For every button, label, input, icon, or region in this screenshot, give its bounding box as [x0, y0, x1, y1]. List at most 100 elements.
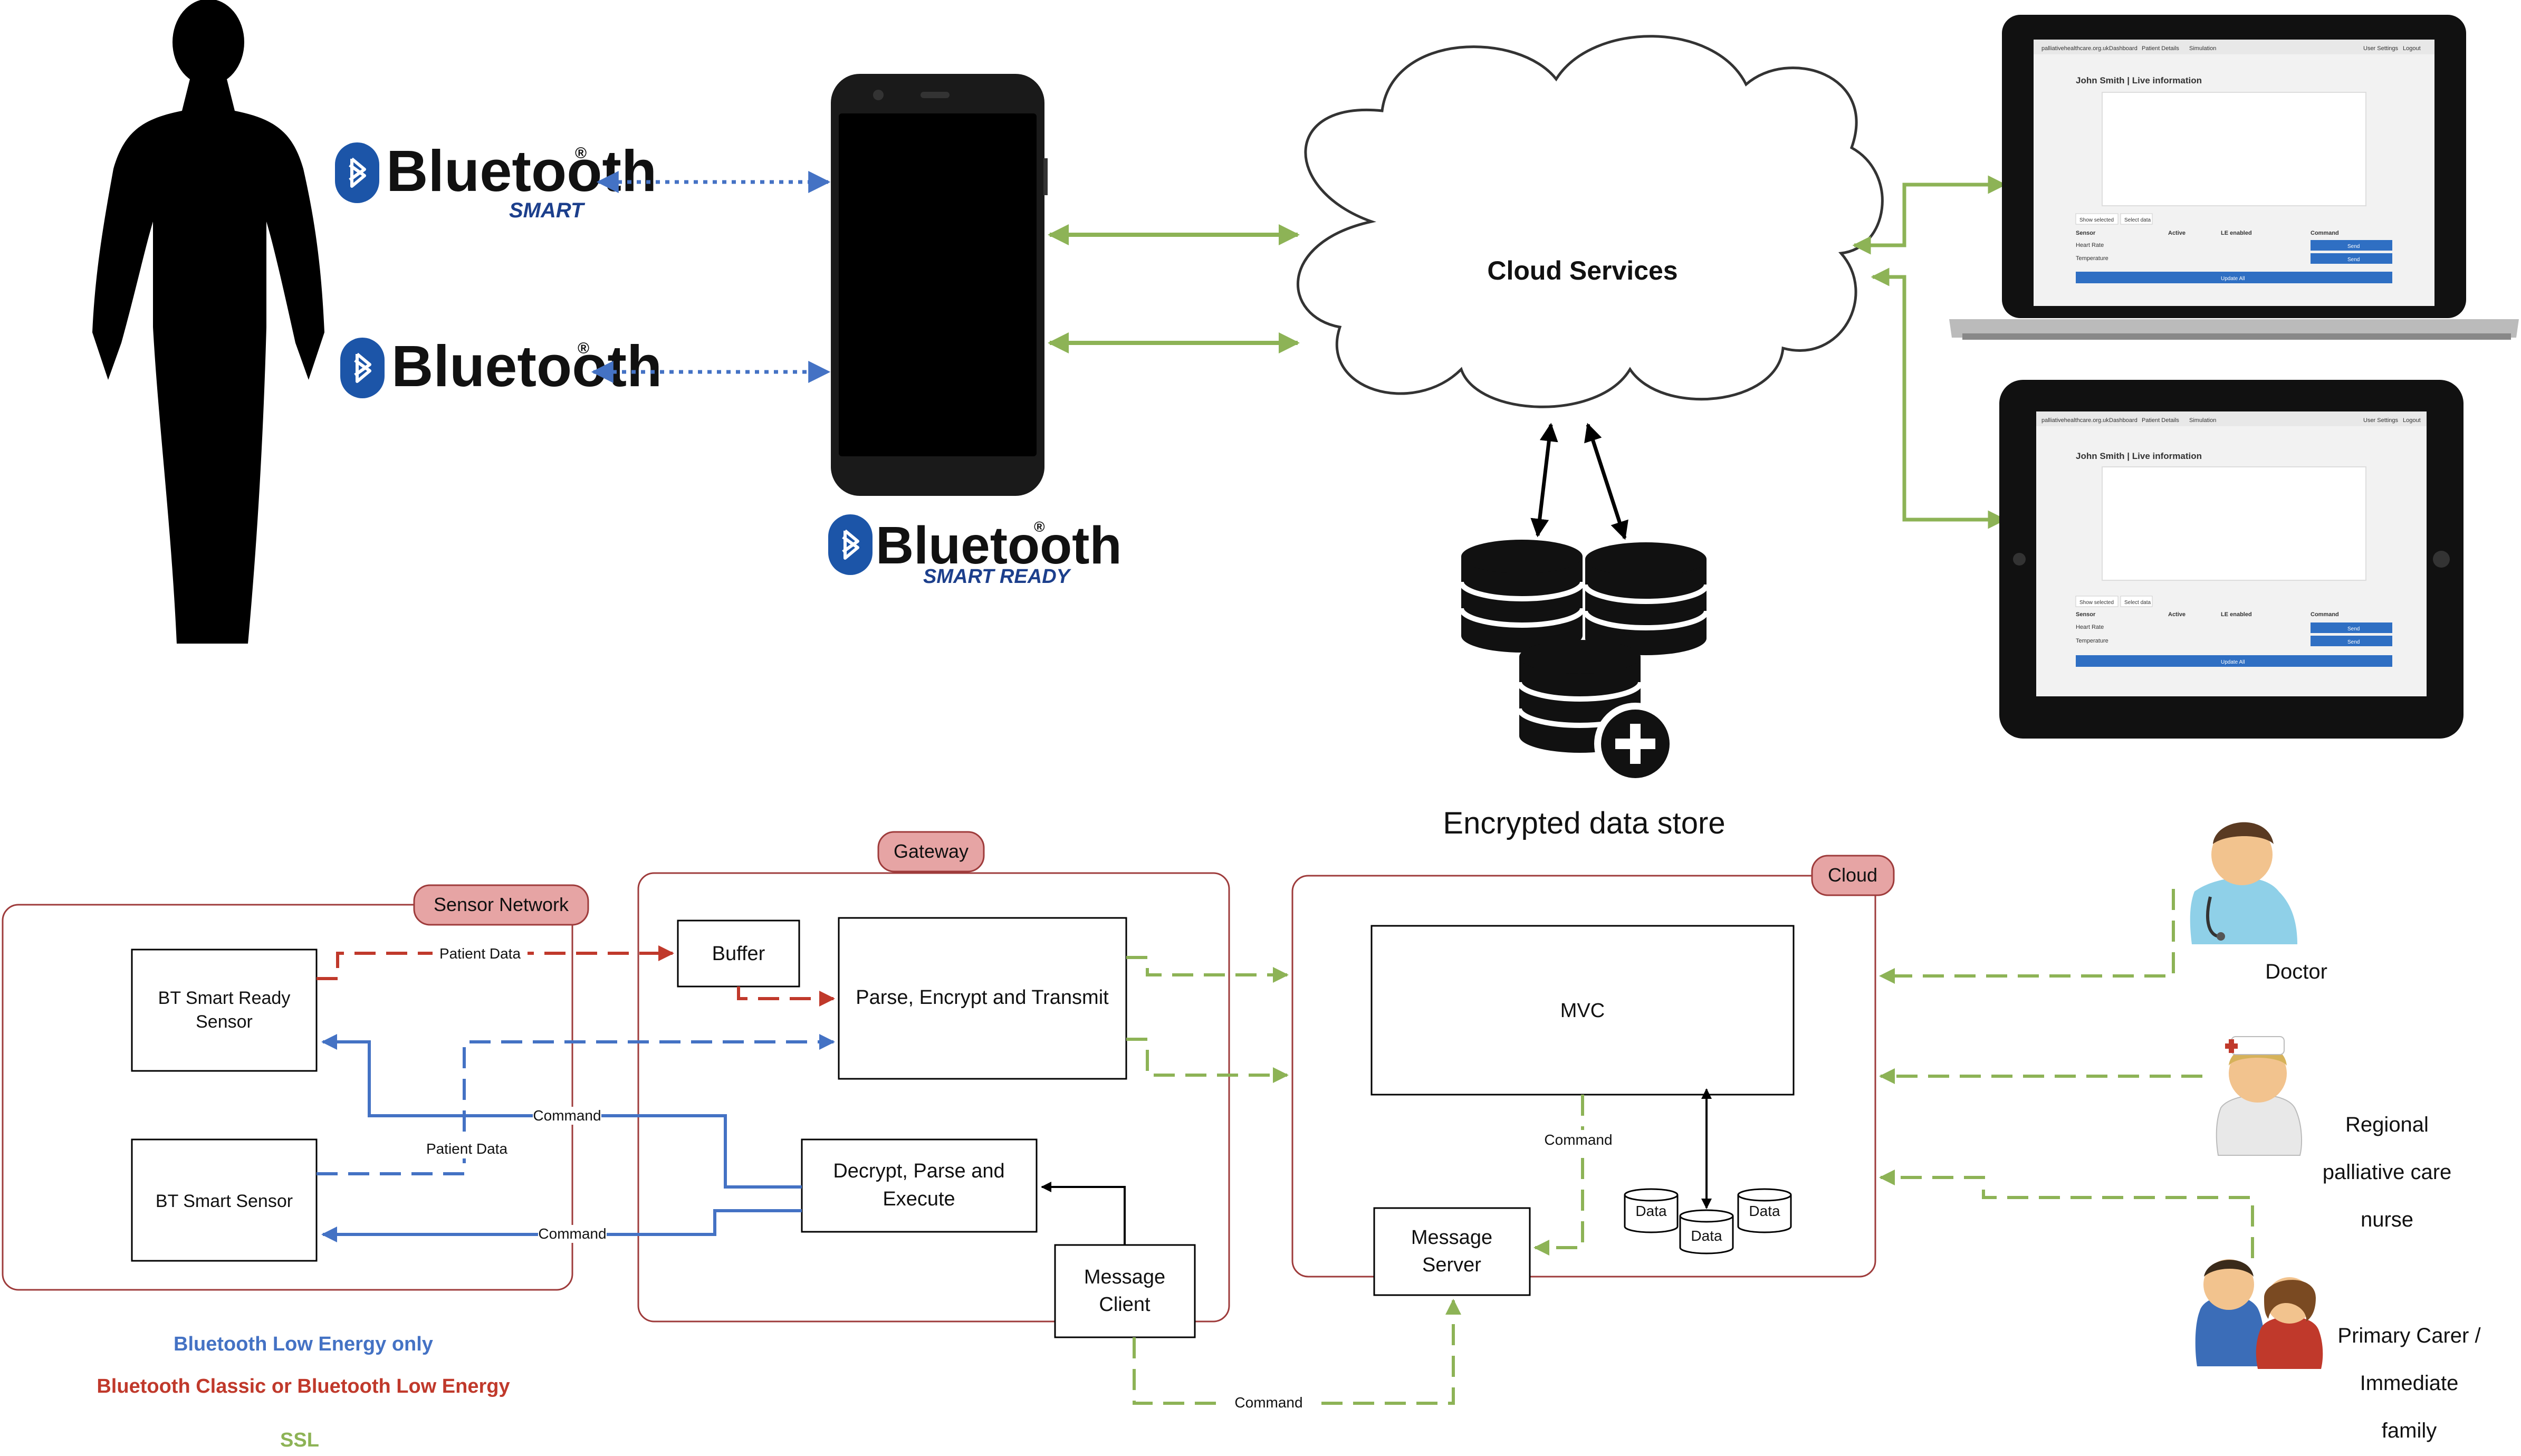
nurse-icon: [2216, 1036, 2302, 1156]
svg-text:Logout: Logout: [2403, 45, 2421, 52]
patient-data-ble-link: [317, 1034, 835, 1175]
svg-text:User Settings: User Settings: [2363, 45, 2399, 52]
svg-text:John Smith | Live information: John Smith | Live information: [2076, 75, 2202, 85]
svg-text:Select data: Select data: [2124, 217, 2151, 223]
svg-text:User Settings: User Settings: [2363, 417, 2399, 424]
svg-text:Cloud: Cloud: [1828, 864, 1877, 886]
bt-smart-ready-sensor-box: BT Smart Ready Sensor: [131, 949, 318, 1072]
svg-text:Parse, Encrypt and Transmit: Parse, Encrypt and Transmit: [856, 986, 1109, 1009]
data-store-1: Data: [1624, 1188, 1679, 1233]
svg-text:Command: Command: [2311, 230, 2339, 236]
doctor-label: Doctor: [2265, 960, 2327, 983]
cloud-services-shape: Cloud Services: [1297, 35, 1884, 408]
svg-text:Logout: Logout: [2403, 417, 2421, 424]
svg-text:Show selected: Show selected: [2079, 217, 2114, 223]
svg-text:palliativehealthcare.org.uk: palliativehealthcare.org.uk: [2041, 45, 2109, 52]
carer-label-1: Primary Carer /: [2337, 1324, 2481, 1347]
svg-text:Temperature: Temperature: [2076, 255, 2108, 262]
svg-text:Server: Server: [1422, 1254, 1481, 1276]
svg-text:MVC: MVC: [1560, 1000, 1605, 1022]
svg-text:Data: Data: [1749, 1203, 1780, 1219]
laptop-dashboard: palliativehealthcare.org.uk Dashboard Pa…: [2034, 40, 2434, 283]
tablet-dashboard: palliativehealthcare.org.uk Dashboard Pa…: [2036, 411, 2427, 667]
nurse-label-3: nurse: [2361, 1208, 2413, 1231]
cloud-services-label: Cloud Services: [1487, 256, 1678, 285]
svg-text:Temperature: Temperature: [2076, 638, 2108, 644]
svg-text:Update All: Update All: [2221, 276, 2245, 282]
svg-text:SMART READY: SMART READY: [923, 566, 1072, 588]
svg-text:Patient Details: Patient Details: [2142, 417, 2179, 424]
legend-classic-or-ble: Bluetooth Classic or Bluetooth Low Energ…: [97, 1375, 510, 1397]
svg-text:Simulation: Simulation: [2189, 417, 2216, 424]
command-ble-smart-sensor-link: [321, 1209, 802, 1242]
svg-text:Sensor Network: Sensor Network: [434, 894, 569, 915]
svg-text:®: ®: [578, 340, 589, 357]
smartphone-icon: [831, 74, 1048, 496]
message-server-box: Message Server: [1373, 1207, 1531, 1296]
svg-text:Bluetooth: Bluetooth: [876, 516, 1122, 575]
cloud-db-link-1: [1530, 423, 1558, 538]
legend-ssl: SSL: [280, 1429, 319, 1451]
svg-text:LE enabled: LE enabled: [2221, 230, 2252, 236]
datastore-label: Encrypted data store: [1443, 806, 1725, 840]
svg-text:BT Smart Sensor: BT Smart Sensor: [156, 1191, 293, 1211]
carer-label-3: family: [2382, 1419, 2437, 1442]
bluetooth-classic-logo: Bluetooth ®: [340, 334, 662, 399]
svg-text:Update All: Update All: [2221, 659, 2245, 665]
sensor-network-group: [2, 904, 573, 1291]
svg-text:Data: Data: [1635, 1203, 1667, 1219]
cloud-tab: Cloud: [1811, 855, 1895, 896]
patient-data-label-2: Patient Data: [426, 1141, 508, 1157]
svg-text:Heart Rate: Heart Rate: [2076, 624, 2104, 630]
svg-text:Buffer: Buffer: [712, 943, 765, 965]
carer-cloud-link: [1879, 1170, 2254, 1258]
gateway-cloud-ssl-link-1: [1126, 956, 1289, 983]
svg-text:Data: Data: [1691, 1228, 1722, 1244]
cloud-group: [1291, 875, 1876, 1278]
svg-text:Sensor: Sensor: [2076, 611, 2096, 618]
svg-text:Select data: Select data: [2124, 600, 2151, 606]
svg-text:Dashboard: Dashboard: [2109, 45, 2137, 52]
svg-text:Client: Client: [1099, 1294, 1151, 1316]
svg-text:Bluetooth: Bluetooth: [386, 139, 657, 204]
buffer-parse-link: [737, 986, 835, 1007]
svg-text:Dashboard: Dashboard: [2109, 417, 2137, 424]
mvc-server-command-link: [1533, 1095, 1584, 1256]
svg-text:LE enabled: LE enabled: [2221, 611, 2252, 618]
command-label-1: Command: [533, 1107, 601, 1124]
gateway-group: [637, 872, 1230, 1323]
carer-label-2: Immediate: [2360, 1372, 2459, 1395]
command-mvc-label: Command: [1544, 1132, 1612, 1148]
svg-text:Simulation: Simulation: [2189, 45, 2216, 52]
svg-text:Patient Details: Patient Details: [2142, 45, 2179, 52]
svg-text:Gateway: Gateway: [894, 840, 969, 862]
mvc-box: MVC: [1370, 925, 1795, 1096]
data-store-3: Data: [1737, 1188, 1792, 1233]
decrypt-parse-execute-box: Decrypt, Parse and Execute: [801, 1138, 1038, 1233]
gateway-cloud-ssl-link-2: [1126, 1038, 1289, 1083]
bluetooth-smart-ready-logo: Bluetooth ® SMART READY: [828, 514, 1122, 588]
svg-text:Heart Rate: Heart Rate: [2076, 242, 2104, 248]
buffer-box: Buffer: [677, 919, 800, 988]
doctor-cloud-link: [1879, 889, 2175, 984]
nurse-label-2: palliative care: [2323, 1161, 2452, 1184]
patient-data-classic-link: [317, 945, 674, 980]
nurse-label-1: Regional: [2345, 1113, 2429, 1136]
gateway-tab: Gateway: [877, 831, 985, 873]
cloud-tablet-link: [1871, 267, 2007, 529]
svg-text:BT Smart Ready: BT Smart Ready: [158, 988, 291, 1008]
sensor-network-tab: Sensor Network: [413, 884, 589, 926]
svg-text:Decrypt, Parse and: Decrypt, Parse and: [833, 1160, 1004, 1182]
svg-text:Active: Active: [2168, 230, 2185, 236]
svg-text:Show selected: Show selected: [2079, 600, 2114, 606]
doctor-icon: [2190, 822, 2297, 944]
parse-encrypt-transmit-box: Parse, Encrypt and Transmit: [838, 917, 1127, 1080]
cloud-laptop-link: [1852, 175, 2007, 255]
svg-text:Active: Active: [2168, 611, 2185, 618]
patient-data-label-1: Patient Data: [439, 945, 521, 962]
svg-text:Execute: Execute: [883, 1188, 955, 1210]
svg-text:SMART: SMART: [509, 199, 586, 222]
cloud-db-link-2: [1584, 423, 1628, 540]
bt-smart-sensor-box: BT Smart Sensor: [131, 1138, 318, 1262]
data-store-2: Data: [1679, 1209, 1734, 1254]
